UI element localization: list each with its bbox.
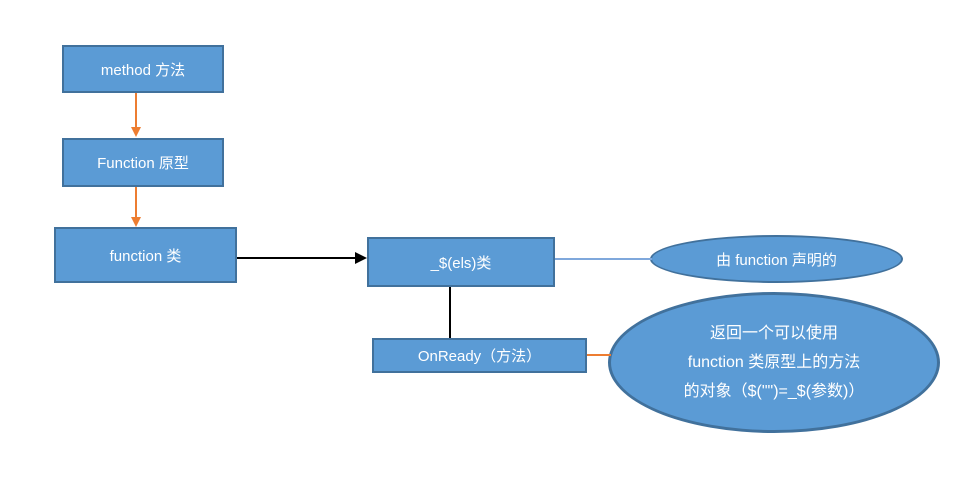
- connector-prototype-to-class-line: [135, 187, 137, 218]
- els-class-box: _$(els)类: [367, 237, 555, 287]
- function-prototype-box-label: Function 原型: [97, 155, 189, 172]
- return-object-ellipse: 返回一个可以使用 function 类原型上的方法 的对象（$("")=_$(参…: [608, 292, 940, 433]
- method-box: method 方法: [62, 45, 224, 93]
- connector-onready-to-return-ellipse: [587, 354, 611, 356]
- onready-box-label: OnReady（方法）: [417, 348, 542, 365]
- return-object-line2: function 类原型上的方法: [687, 354, 861, 371]
- return-object-line1: 返回一个可以使用: [709, 325, 838, 342]
- return-object-line3: 的对象（$("")=_$(参数)）: [683, 383, 865, 400]
- function-class-box-label: function 类: [109, 247, 182, 265]
- declared-by-function-ellipse: 由 function 声明的: [650, 235, 903, 283]
- function-class-box: function 类: [54, 227, 237, 283]
- onready-box: OnReady（方法）: [372, 338, 587, 373]
- arrow-down-icon: [131, 217, 141, 227]
- function-prototype-box: Function 原型: [62, 138, 224, 187]
- arrow-right-icon: [355, 252, 367, 264]
- connector-els-to-declared-ellipse: [555, 258, 652, 260]
- method-box-label: method 方法: [100, 61, 186, 79]
- connector-els-to-onready: [449, 287, 451, 338]
- arrow-down-icon: [131, 127, 141, 137]
- els-class-box-label: _$(els)类: [430, 254, 492, 272]
- declared-by-function-label: 由 function 声明的: [716, 251, 837, 269]
- connector-class-to-els-line: [237, 257, 356, 259]
- connector-method-to-prototype-line: [135, 93, 137, 128]
